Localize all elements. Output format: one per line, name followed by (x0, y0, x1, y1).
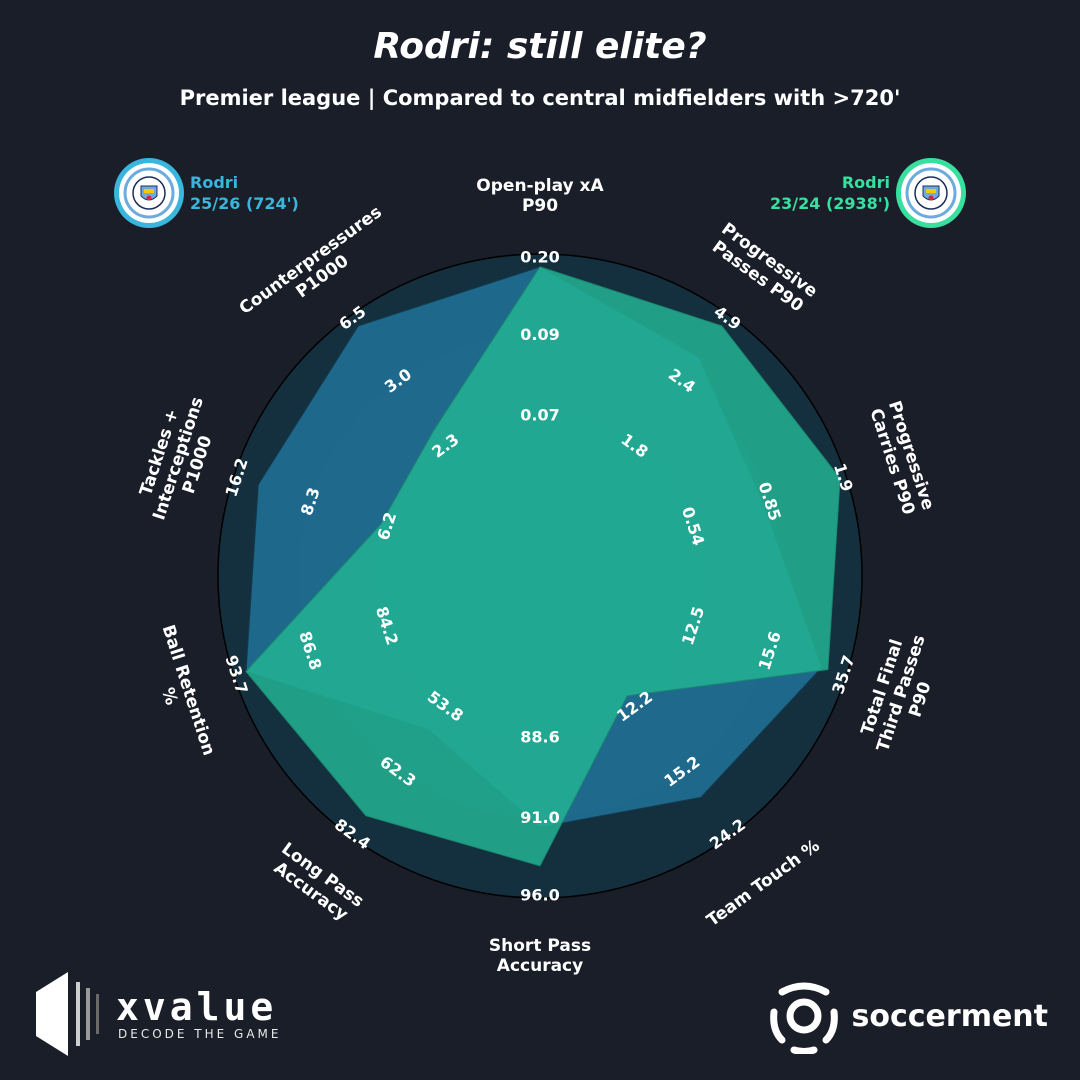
tick-label: 96.0 (520, 886, 559, 905)
club-badge-icon (896, 158, 966, 228)
soccerment-logo: soccerment (766, 978, 1048, 1054)
axis-label-line: Short Pass (489, 936, 591, 956)
axis-label-line: % (157, 685, 181, 707)
club-badge-icon (114, 158, 184, 228)
legend-player-name: Rodri (190, 173, 239, 192)
legend-season: 25/26 (724') (190, 194, 299, 213)
axis-label-line: Open-play xA (476, 176, 604, 196)
legend-player-name: Rodri (841, 173, 890, 192)
manchester-city-crest-icon (123, 167, 175, 219)
axis-label-line: Accuracy (497, 956, 583, 976)
axis-label-line: P90 (522, 196, 558, 216)
tick-label: 88.6 (520, 728, 559, 747)
tick-label: 91.0 (520, 808, 559, 827)
legend-season: 23/24 (2938') (770, 194, 890, 213)
soccerment-ball-icon (769, 982, 838, 1054)
tick-label: 0.20 (520, 248, 559, 267)
axis-label: Ball Retention% (157, 622, 219, 758)
chart-title: Rodri: still elite? (373, 26, 707, 67)
chart-subtitle: Premier league | Compared to central mid… (179, 86, 901, 110)
tick-label: 0.09 (520, 325, 559, 344)
legend-item-2526: Rodri 25/26 (724') (114, 158, 299, 228)
tick-label: 0.07 (520, 406, 559, 425)
axis-label-line: Counterpressures (236, 202, 386, 319)
manchester-city-crest-icon (905, 167, 957, 219)
radar-series-2 (245, 266, 841, 867)
xvalue-wordmark: xvalue (116, 985, 278, 1029)
xvalue-mark-icon (36, 972, 99, 1056)
xvalue-logo: xvalue DECODE THE GAME (34, 968, 281, 1060)
soccerment-wordmark: soccerment (851, 998, 1048, 1034)
legend-item-2324: Rodri 23/24 (2938') (770, 158, 966, 228)
xvalue-tagline: DECODE THE GAME (118, 1027, 282, 1041)
